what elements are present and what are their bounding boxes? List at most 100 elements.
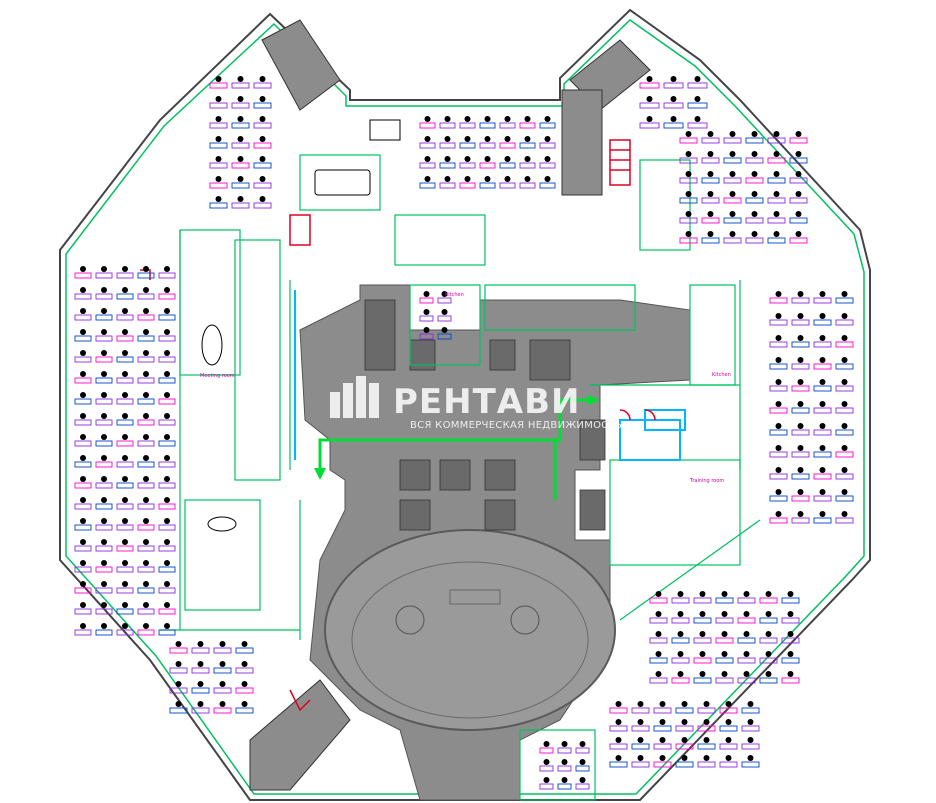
chair	[164, 308, 170, 314]
desk	[675, 761, 694, 768]
desk	[609, 725, 628, 732]
chair	[677, 651, 684, 657]
chair	[707, 171, 714, 177]
desk	[769, 407, 788, 414]
chair	[685, 171, 692, 177]
desk	[116, 377, 134, 384]
desk	[759, 657, 778, 664]
chair	[101, 539, 107, 545]
chair	[101, 581, 107, 587]
chair	[423, 291, 430, 297]
chair	[80, 623, 86, 629]
chair	[841, 401, 848, 407]
chair	[677, 671, 684, 677]
desk	[719, 743, 738, 750]
chair	[655, 591, 662, 597]
desk	[639, 102, 660, 109]
chair	[164, 455, 170, 461]
chair	[122, 287, 128, 293]
chair	[703, 719, 710, 725]
desk	[137, 482, 155, 489]
chair	[80, 287, 86, 293]
desk	[679, 217, 698, 224]
desk	[95, 272, 113, 279]
chair	[819, 357, 826, 363]
desk	[675, 707, 694, 714]
chair	[655, 611, 662, 617]
desk	[235, 687, 254, 694]
chair	[775, 379, 782, 385]
desk	[158, 314, 176, 321]
desk	[95, 566, 113, 573]
chair	[819, 335, 826, 341]
chair	[143, 518, 149, 524]
chair	[122, 602, 128, 608]
workstation-clusters	[74, 82, 854, 790]
desk	[479, 162, 496, 169]
chair	[775, 467, 782, 473]
atrium-bench	[449, 589, 501, 605]
chair	[122, 623, 128, 629]
desk	[813, 319, 832, 326]
chair	[143, 266, 149, 272]
desk	[781, 597, 800, 604]
desk	[671, 657, 690, 664]
chair	[765, 631, 772, 637]
desk	[137, 398, 155, 405]
desk	[95, 482, 113, 489]
desk	[737, 677, 756, 684]
chair	[819, 313, 826, 319]
chair	[143, 539, 149, 545]
desk	[253, 82, 272, 89]
desk	[789, 217, 808, 224]
desk	[539, 765, 554, 772]
chair	[694, 116, 701, 122]
chair	[237, 156, 244, 162]
desk	[116, 608, 134, 615]
chair	[504, 136, 511, 142]
chair	[544, 116, 551, 122]
desk	[791, 319, 810, 326]
desk	[687, 122, 708, 129]
chair	[775, 445, 782, 451]
meeting-tables	[201, 119, 401, 532]
desk	[158, 272, 176, 279]
chair	[175, 641, 182, 647]
desk	[789, 157, 808, 164]
desk	[95, 461, 113, 468]
chair	[703, 755, 710, 761]
desk	[663, 82, 684, 89]
chair	[101, 329, 107, 335]
chair	[797, 489, 804, 495]
chair	[797, 335, 804, 341]
chair	[122, 476, 128, 482]
desk	[137, 440, 155, 447]
chair	[122, 392, 128, 398]
chair	[259, 156, 266, 162]
chair	[773, 211, 780, 217]
desk	[74, 335, 92, 342]
desk	[719, 761, 738, 768]
desk	[519, 142, 536, 149]
desk	[719, 707, 738, 714]
desk	[737, 597, 756, 604]
desk	[835, 297, 854, 304]
chair	[841, 357, 848, 363]
chair	[751, 171, 758, 177]
chair	[164, 434, 170, 440]
chair	[795, 151, 802, 157]
chair	[765, 591, 772, 597]
chair	[143, 623, 149, 629]
desk	[781, 637, 800, 644]
chair	[637, 755, 644, 761]
desk	[767, 137, 786, 144]
desk	[499, 162, 516, 169]
desk	[74, 545, 92, 552]
desk	[231, 162, 250, 169]
desk	[137, 335, 155, 342]
chair	[259, 76, 266, 82]
chair	[765, 651, 772, 657]
chair	[703, 737, 710, 743]
chair	[743, 611, 750, 617]
